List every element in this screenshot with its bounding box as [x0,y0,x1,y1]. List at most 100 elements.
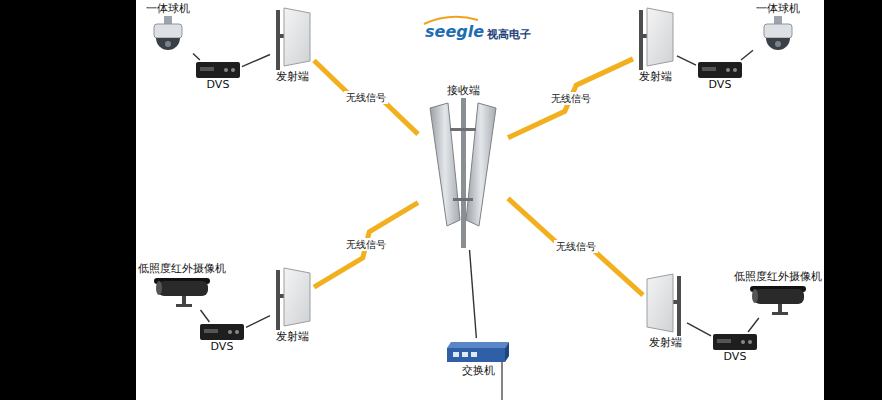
device-label: 交换机 [461,364,496,378]
panel-antenna [276,268,310,330]
switch-front [447,348,505,362]
panel-antenna [639,8,673,70]
switch-port [471,352,477,357]
dvs-box [196,62,240,78]
logo-wordmark: seegle [425,22,484,41]
device-label: 低照度红外摄像机 [733,270,823,284]
device-label: DVS [206,78,231,92]
dvs-port [224,68,228,72]
dvs-port [741,340,745,344]
sector-panel [430,103,460,226]
signal-label: 无线信号 [549,92,593,105]
camera-mount [774,16,782,24]
cable [741,50,753,60]
dvs-panel [204,329,218,333]
wireless-signal-bolt [314,203,418,288]
camera-dome [766,38,790,50]
ir-camera-node: 低照度红外摄像机 [137,262,227,308]
dvs-body [698,62,742,78]
camera-base [772,312,788,315]
uplink-cable [501,362,502,400]
dvs-port [228,330,232,334]
camera-lens [752,289,758,303]
device-label: 发射端 [648,336,683,350]
device-label: 接收端 [446,84,481,98]
dome-camera-node: 一体球机 [755,2,801,58]
dvs-panel [200,67,214,71]
switch-port [462,352,468,357]
device-label: DVS [708,78,733,92]
device-label: 一体球机 [755,2,801,16]
dvs-port [231,68,235,72]
camera-bracket [182,296,186,304]
camera-body [158,281,208,296]
camera-lens [156,281,162,295]
cable [687,323,711,336]
illustration-space [635,6,675,70]
device-label: 一体球机 [145,2,191,16]
illustration-space [698,62,742,78]
illustration-space [645,272,685,336]
cable [677,56,696,65]
switch-node: 交换机 [445,340,511,378]
antenna-pole [276,10,280,70]
illustration-space [200,324,244,340]
dvs-box [200,324,244,340]
camera-housing [154,24,182,38]
illustration-space [272,6,312,70]
antenna-clamp [450,128,476,131]
signal-label: 无线信号 [344,91,388,104]
illustration-space [445,340,511,364]
sector-panel [466,103,496,226]
dvs-port [235,330,239,334]
camera-base [176,304,192,307]
ir-camera-node: 低照度红外摄像机 [733,270,823,316]
dome-camera [154,16,182,50]
antenna-pole [677,276,681,336]
device-label: 发射端 [275,330,310,344]
antenna-panel [284,8,310,66]
cable [748,318,759,332]
illustration-space [148,16,188,58]
illustration-space [713,334,757,350]
wireless-signal-bolt [508,59,633,138]
antenna-pole [639,10,643,70]
camera-body [754,289,804,304]
device-label: 发射端 [275,70,310,84]
camera-lens [775,41,781,47]
switch-port [453,352,459,357]
white-panel [136,0,824,400]
illustration-space [272,266,312,330]
illustration-space [758,16,798,58]
illustration-space [420,98,506,248]
device-label: DVS [210,340,235,354]
signal-label: 无线信号 [554,240,598,253]
cable [246,316,270,328]
panel-antenna [276,8,310,70]
ir-camera [750,286,806,315]
switch-side [505,342,509,362]
switch-top [447,342,509,348]
sector-antenna [430,98,496,248]
cable [470,250,477,338]
camera-housing [764,24,792,38]
transmitter-node: 发射端 [635,6,675,84]
dvs-port [726,68,730,72]
antenna-clamp [453,198,473,201]
device-label: 发射端 [638,70,673,84]
camera-dome [156,38,180,50]
dome-camera [764,16,792,50]
dvs-body [200,324,244,340]
panel-antenna [647,274,681,336]
dvs-box [698,62,742,78]
antenna-bracket [280,294,284,298]
illustration-space [196,62,240,78]
camera-bracket [778,304,782,312]
cable [193,54,200,61]
wireless-signal-bolt [508,198,643,295]
dvs-box [713,334,757,350]
cable [201,310,210,322]
transmitter-node: 发射端 [272,6,312,84]
dvs-panel [702,67,716,71]
